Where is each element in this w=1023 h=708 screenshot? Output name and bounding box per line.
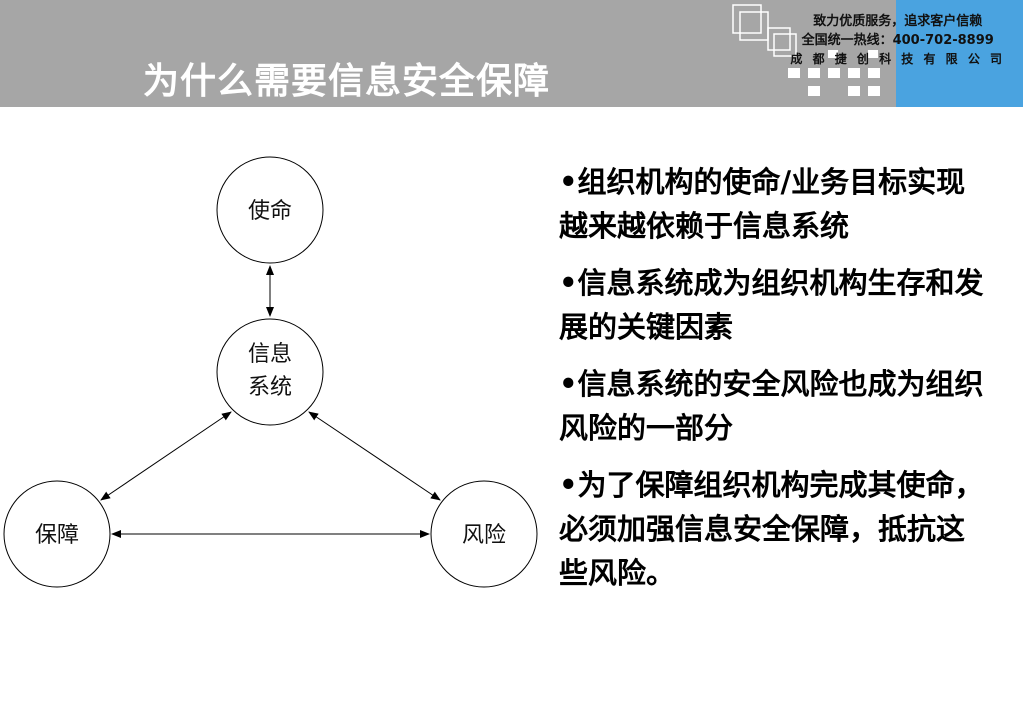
company-name: 成 都 捷 创 科 技 有 限 公 司 <box>790 52 1005 66</box>
bullet-item: •组织机构的使命/业务目标实现越来越依赖于信息系统 <box>559 165 966 243</box>
hotline-number: 400-702-8899 <box>892 33 994 48</box>
node-mission-label: 使命 <box>248 199 292 224</box>
header-accent-block <box>896 0 1023 107</box>
relationship-diagram: 使命 信息 系统 保障 风险 <box>3 156 538 588</box>
node-info-system-label-2: 系统 <box>248 375 292 400</box>
company-hotline-line: 全国统一热线：400-702-8899 <box>790 31 1005 50</box>
bullet-list: •组织机构的使命/业务目标实现越来越依赖于信息系统 •信息系统成为组织机构生存和… <box>559 160 989 608</box>
node-risk-label: 风险 <box>462 523 506 548</box>
arrow-info-assurance <box>100 411 232 501</box>
company-info: 致力优质服务，追求客户信赖 全国统一热线：400-702-8899 成 都 捷 … <box>790 12 1005 69</box>
bullet-item: •为了保障组织机构完成其使命，必须加强信息安全保障，抵抗这些风险。 <box>559 468 984 590</box>
page-title: 为什么需要信息安全保障 <box>143 61 551 102</box>
node-assurance <box>3 480 111 588</box>
node-mission <box>216 156 324 264</box>
hotline-prefix: 全国统一热线： <box>801 33 893 48</box>
bullet-item: •信息系统的安全风险也成为组织风险的一部分 <box>559 367 984 445</box>
node-info-system-label-1: 信息 <box>248 342 292 367</box>
arrow-info-risk <box>308 411 441 501</box>
bullet-item: •信息系统成为组织机构生存和发展的关键因素 <box>559 266 984 344</box>
company-slogan: 致力优质服务，追求客户信赖 <box>813 14 983 29</box>
decorative-squares <box>732 4 880 96</box>
node-assurance-label: 保障 <box>35 523 79 548</box>
node-risk <box>430 480 538 588</box>
node-info-system <box>216 318 324 426</box>
